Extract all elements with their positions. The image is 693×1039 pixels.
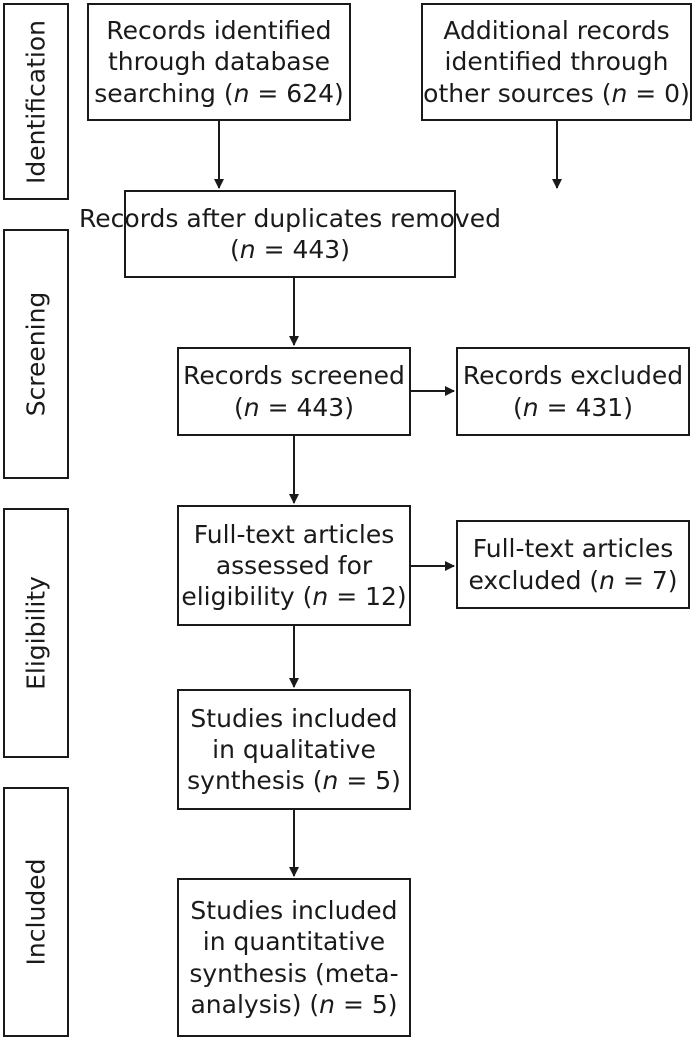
fulltext-excluded-line-1: Full-text articles [472,534,674,564]
qualitative-line-3: synthesis (n = 5) [187,766,401,796]
stage-screening: Screening [3,229,69,479]
duplicates-line-1: Records after duplicates removed [79,203,501,233]
box-fulltext-excluded: Full-text articles excluded (n = 7) [456,520,690,609]
stage-included: Included [3,787,69,1037]
other-sources-line-3: other sources (n = 0) [423,78,690,108]
excluded-line-1: Records excluded [462,361,684,391]
quantitative-line-2: in quantitative [202,927,386,957]
duplicates-line-2: (n = 443) [230,235,350,264]
quantitative-line-4: analysis) (n = 5) [190,989,398,1019]
database-search-line-2: through database [107,47,331,77]
stage-identification: Identification [3,3,69,200]
box-qualitative-synthesis: Studies included in qualitative synthesi… [177,689,411,810]
box-quantitative-synthesis: Studies included in quantitative synthes… [177,878,411,1037]
quantitative-line-1: Studies included [190,896,398,925]
screened-line-1: Records screened [183,361,405,391]
screened-line-2: (n = 443) [234,392,354,422]
fulltext-assessed-line-2: assessed for [215,550,373,580]
database-search-line-1: Records identified [106,16,332,46]
box-fulltext-assessed: Full-text articles assessed for eligibil… [177,505,411,626]
qualitative-line-1: Studies included [190,703,398,733]
database-search-line-3: searching (n = 624) [94,78,344,108]
fulltext-assessed-line-1: Full-text articles [193,519,395,549]
box-database-search: Records identified through database sear… [87,3,351,121]
qualitative-line-2: in qualitative [212,734,376,764]
fulltext-excluded-line-2: excluded (n = 7) [468,565,678,595]
quantitative-line-3: synthesis (meta- [189,958,399,988]
excluded-line-2: (n = 431) [513,392,633,422]
stage-eligibility: Eligibility [3,508,69,758]
box-records-excluded: Records excluded (n = 431) [456,347,690,436]
other-sources-line-2: identified through [444,47,669,77]
other-sources-line-1: Additional records [443,16,670,46]
box-duplicates-removed: Records after duplicates removed (n = 44… [79,190,501,278]
fulltext-assessed-line-3: eligibility (n = 12) [181,582,407,612]
box-other-sources: Additional records identified through ot… [421,3,692,121]
box-records-screened: Records screened (n = 443) [177,347,411,436]
